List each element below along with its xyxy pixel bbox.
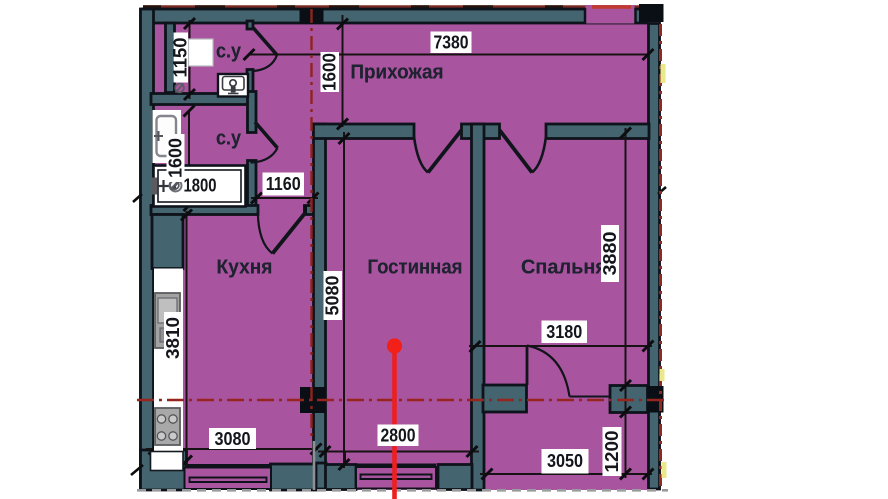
svg-text:3810: 3810 <box>162 317 183 359</box>
svg-text:с.у: с.у <box>216 40 242 63</box>
svg-text:с.у: с.у <box>216 127 242 150</box>
svg-text:3050: 3050 <box>547 450 583 471</box>
svg-text:с.у: с.у <box>216 40 242 63</box>
svg-text:Спальня: Спальня <box>521 256 607 279</box>
svg-text:Кухня: Кухня <box>217 256 273 279</box>
svg-text:Прихожая: Прихожая <box>351 61 444 84</box>
svg-text:с.у: с.у <box>216 127 242 150</box>
svg-text:3180: 3180 <box>546 321 582 342</box>
svg-text:Гостинная: Гостинная <box>368 256 463 279</box>
svg-text:Спальня: Спальня <box>521 256 607 279</box>
svg-text:3080: 3080 <box>215 428 251 449</box>
svg-text:1600: 1600 <box>319 53 340 91</box>
svg-text:Кухня: Кухня <box>217 256 273 279</box>
svg-text:Прихожая: Прихожая <box>351 61 444 84</box>
svg-text:3880: 3880 <box>599 232 620 276</box>
svg-text:Гостинная: Гостинная <box>368 256 463 279</box>
svg-text:1600: 1600 <box>165 138 186 178</box>
svg-text:1800: 1800 <box>184 175 217 196</box>
svg-text:1160: 1160 <box>266 173 301 194</box>
svg-text:1150: 1150 <box>170 38 191 78</box>
svg-text:5080: 5080 <box>322 276 343 316</box>
svg-text:2800: 2800 <box>381 425 416 446</box>
svg-text:1200: 1200 <box>601 431 622 473</box>
svg-text:7380: 7380 <box>434 32 469 53</box>
